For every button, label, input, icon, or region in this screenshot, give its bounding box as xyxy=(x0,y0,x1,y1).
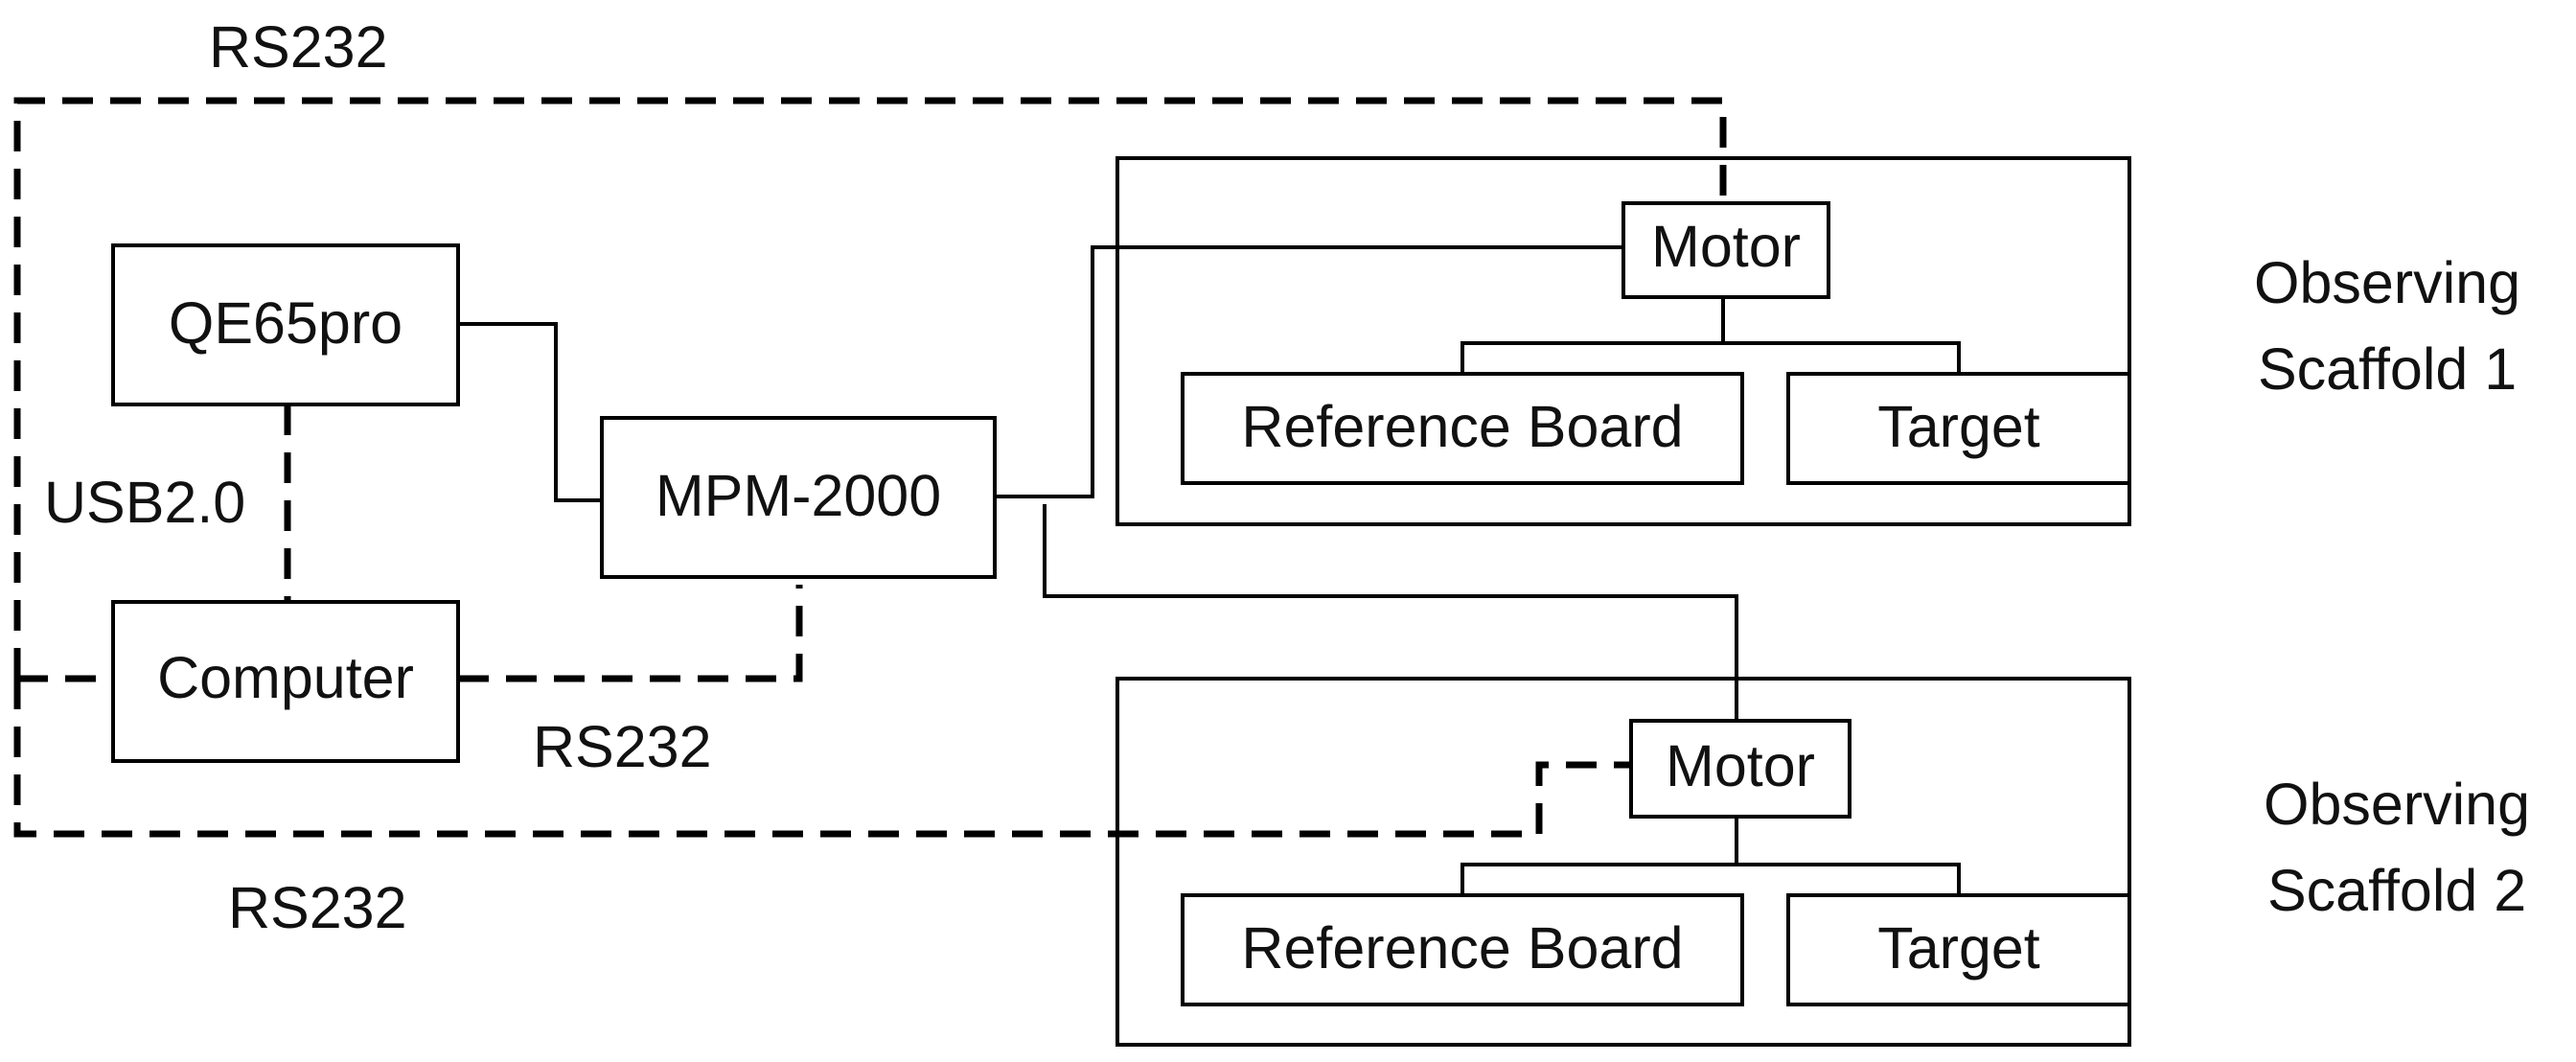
rs232-bottom-line xyxy=(13,679,1631,838)
mpm-motor1-link xyxy=(995,245,1623,498)
mpm-2000-label: MPM-2000 xyxy=(656,463,941,528)
reference-board-1-box xyxy=(1181,372,1744,485)
reference-board-2-label: Reference Board xyxy=(1241,915,1683,981)
scaffold-2-label-line2: Scaffold 2 xyxy=(2267,858,2526,923)
qe65pro-box xyxy=(111,243,460,406)
computer-box xyxy=(111,600,460,763)
rs232-top-line xyxy=(13,97,1727,679)
target-2-label: Target xyxy=(1877,915,2040,981)
motor1-branch xyxy=(1460,341,1961,374)
mpm-2000-box xyxy=(600,416,997,579)
rs232-bottom-label: RS232 xyxy=(228,875,407,940)
qe65pro-mpm-link xyxy=(458,322,602,502)
computer-label: Computer xyxy=(157,645,414,710)
target-2-box xyxy=(1786,893,2131,1006)
qe65pro-label: QE65pro xyxy=(169,290,402,356)
motor-1-box xyxy=(1622,201,1830,299)
motor-2-box xyxy=(1629,719,1852,819)
rs232-top-label: RS232 xyxy=(209,14,388,80)
reference-board-2-box xyxy=(1181,893,1744,1006)
reference-board-1-label: Reference Board xyxy=(1241,394,1683,459)
mpm-motor2-link xyxy=(1043,504,1738,721)
scaffold-2-label-line1: Observing xyxy=(2264,772,2530,837)
usb-label: USB2.0 xyxy=(44,470,245,535)
scaffold-1-label-line2: Scaffold 1 xyxy=(2258,336,2517,402)
target-1-box xyxy=(1786,372,2131,485)
motor-2-label: Motor xyxy=(1666,733,1815,798)
target-1-label: Target xyxy=(1877,394,2040,459)
scaffold-1-label-line1: Observing xyxy=(2254,250,2520,315)
rs232-mid-line xyxy=(458,585,803,682)
motor2-branch xyxy=(1460,863,1961,895)
motor-1-label: Motor xyxy=(1651,214,1801,279)
rs232-mid-label: RS232 xyxy=(533,714,712,779)
